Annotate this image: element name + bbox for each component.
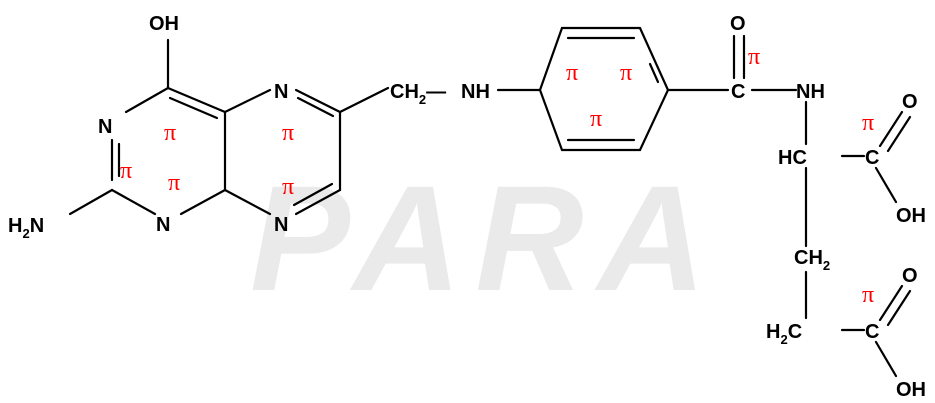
- pi-symbol: π: [282, 174, 294, 200]
- atom-n3: N: [98, 116, 112, 138]
- pi-symbol: π: [862, 110, 874, 136]
- glutamate-bonds: [732, 34, 912, 378]
- atom-labels: OH N N N N H2N CH2— NH O C NH HC C O OH …: [8, 13, 926, 401]
- atom-beta-sub: 2: [823, 258, 830, 273]
- pteridine-bonds: [68, 38, 390, 216]
- atom-acid1-c: C: [865, 147, 879, 169]
- bond-acid1-o-1: [878, 110, 904, 148]
- pi-symbol: π: [168, 170, 180, 196]
- atom-nh2: H2N: [8, 215, 44, 241]
- bond-n8-c8a: [223, 188, 272, 216]
- atom-gamma-sub: 2: [780, 332, 787, 347]
- atom-n1: N: [156, 214, 170, 236]
- pi-symbol: π: [862, 282, 874, 308]
- atom-acid2-c: C: [865, 321, 879, 343]
- bond-c2-n1: [110, 188, 157, 216]
- atom-gamma-c: C: [788, 321, 802, 343]
- benzene-bonds: [496, 26, 730, 152]
- bond-c4-n3: [124, 86, 170, 114]
- atom-carbonyl-o: O: [730, 13, 746, 35]
- atom-alpha-hc: HC: [778, 147, 807, 169]
- bond-acid2-o-1: [878, 284, 904, 322]
- bond-acid1-oh: [874, 166, 898, 204]
- atom-nh-link: NH: [461, 81, 490, 103]
- pi-symbol: π: [566, 60, 578, 86]
- atom-beta-ch: CH: [794, 247, 823, 269]
- atom-ch2-link: CH2—: [390, 81, 446, 107]
- bond-acid1-o-2: [886, 115, 912, 153]
- atom-ch2-dash: —: [426, 81, 446, 103]
- pi-symbol: π: [164, 120, 176, 146]
- benzene-inner-right: [648, 62, 660, 84]
- bond-n5-c6-double: [296, 96, 335, 118]
- pi-markers: π π π π π π π π π π π: [120, 44, 874, 308]
- bond-c6-ch2: [338, 86, 390, 114]
- bond-c4a-n5: [223, 88, 272, 114]
- atom-gamma-h2c: H2C: [766, 321, 802, 347]
- bond-acid2-oh: [874, 340, 898, 378]
- atom-nh2-h: H: [8, 215, 22, 237]
- atom-nh2-sub: 2: [22, 226, 29, 241]
- benzene-ring: [538, 26, 670, 152]
- atom-n8: N: [274, 214, 288, 236]
- atom-beta-ch2: CH2: [794, 247, 830, 273]
- bond-c7-n8-double: [292, 182, 334, 207]
- pi-symbol: π: [590, 106, 602, 132]
- pi-symbol: π: [120, 158, 132, 184]
- atom-ch2-c: CH: [390, 81, 419, 103]
- atom-acid1-o: O: [902, 91, 918, 113]
- bond-n5-c6: [294, 88, 342, 114]
- atom-ch2-sub: 2: [419, 92, 426, 107]
- bond-acid2-o-2: [886, 289, 912, 327]
- bond-n1-c8a: [179, 188, 227, 216]
- atom-carbonyl-c: C: [731, 81, 745, 103]
- pi-symbol: π: [620, 60, 632, 86]
- atom-amide-nh: NH: [796, 81, 825, 103]
- atom-gamma-h: H: [766, 321, 780, 343]
- atom-acid1-oh: OH: [896, 205, 926, 227]
- bond-c4a-c4: [166, 86, 227, 114]
- atom-acid2-o: O: [902, 265, 918, 287]
- atom-oh-top: OH: [149, 13, 179, 35]
- atom-n5: N: [274, 81, 288, 103]
- atom-acid2-oh: OH: [896, 379, 926, 401]
- pi-symbol: π: [282, 120, 294, 146]
- bond-c2-nh2: [68, 188, 114, 216]
- atom-nh2-n: N: [30, 215, 44, 237]
- pi-symbol: π: [748, 44, 760, 70]
- watermark-text: PARA: [250, 154, 720, 322]
- bond-c7-n8: [294, 188, 342, 216]
- bond-c4a-c4-double: [168, 96, 219, 120]
